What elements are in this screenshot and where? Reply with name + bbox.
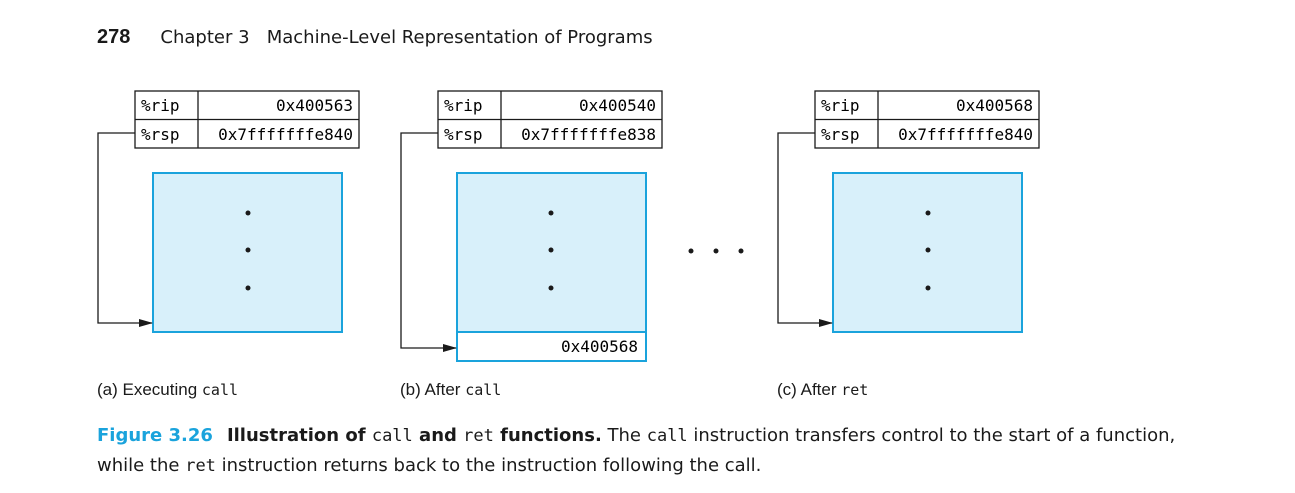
figure-caption: Figure 3.26 Illustration of call and ret …	[97, 425, 1181, 476]
stack-frame	[832, 172, 1023, 333]
ellipsis-dot	[548, 210, 554, 216]
stack-frame	[152, 172, 343, 333]
ellipsis-dot	[925, 285, 931, 291]
subcaption-code: call	[201, 381, 239, 399]
stack-pointer-arrow	[97, 132, 153, 327]
rip-label: %rip	[821, 96, 860, 115]
rsp-label: %rsp	[444, 125, 483, 144]
stack-frame	[456, 172, 647, 333]
panel-c: %rip 0x400568 %rsp 0x7fffffffe840	[777, 90, 1040, 333]
subcaption-a: (a) Executing call	[97, 380, 239, 399]
ellipsis-dot	[925, 210, 931, 216]
stack-pointer-arrow	[777, 132, 833, 327]
page-header: 278 Chapter 3 Machine-Level Representati…	[97, 26, 653, 49]
subcaption-code: call	[465, 381, 502, 399]
rip-value: 0x400540	[579, 96, 656, 115]
figure-title: Illustration of call and ret functions.	[226, 425, 602, 446]
ellipsis-dot	[245, 247, 251, 253]
rsp-value: 0x7fffffffe840	[218, 125, 353, 144]
rip-value: 0x400568	[956, 96, 1033, 115]
ellipsis-dot	[925, 247, 931, 253]
rip-value: 0x400563	[276, 96, 353, 115]
running-title: Chapter 3 Machine-Level Representation o…	[160, 27, 653, 48]
rip-label: %rip	[141, 96, 180, 115]
rip-label: %rip	[444, 96, 483, 115]
subcaption-code: ret	[841, 381, 869, 399]
subcaption-c: (c) After ret	[777, 380, 869, 399]
rsp-label: %rsp	[141, 125, 180, 144]
ellipsis-dot	[548, 285, 554, 291]
rsp-value: 0x7fffffffe838	[521, 125, 656, 144]
stack-pointer-arrow	[400, 132, 457, 352]
rsp-label: %rsp	[821, 125, 860, 144]
page-number: 278	[97, 26, 131, 48]
sequence-ellipsis	[688, 248, 744, 254]
return-address-cell	[456, 331, 647, 362]
rsp-value: 0x7fffffffe840	[898, 125, 1033, 144]
ellipsis-dot	[245, 210, 251, 216]
subcaption-b: (b) After call	[400, 380, 502, 399]
return-address-value: 0x400568	[561, 337, 638, 356]
panel-a: %rip 0x400563 %rsp 0x7fffffffe840	[97, 90, 360, 333]
panel-b: %rip 0x400540 %rsp 0x7fffffffe838 0x4005…	[400, 90, 663, 362]
ellipsis-dot	[245, 285, 251, 291]
figure-label: Figure 3.26	[97, 425, 213, 446]
ellipsis-dot	[548, 247, 554, 253]
